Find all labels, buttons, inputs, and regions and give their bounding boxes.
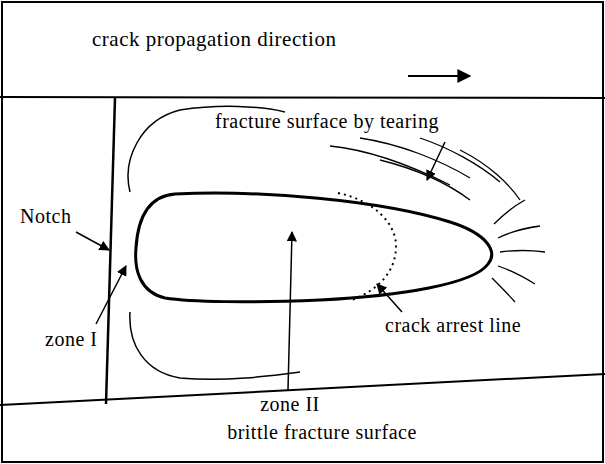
zone-label: zone I	[45, 328, 97, 350]
direction-arrow	[408, 75, 470, 77]
direction-label: crack propagation direction	[92, 28, 336, 51]
tearing-marks	[330, 138, 545, 302]
tearing-label: fracture surface by tearing	[215, 110, 439, 132]
surface-label: brittle fracture surface	[227, 421, 417, 443]
brittle-zone-outline	[136, 193, 492, 302]
lower-shear-lip	[130, 312, 300, 379]
zone-label: zone II	[260, 393, 320, 415]
leader-lines	[76, 142, 445, 390]
notch-line	[106, 98, 115, 404]
arrest-label: crack arrest line	[385, 314, 521, 336]
crack-arrest-line	[338, 193, 396, 300]
notch-label: Notch	[20, 205, 71, 227]
specimen-top-edge	[0, 97, 605, 98]
